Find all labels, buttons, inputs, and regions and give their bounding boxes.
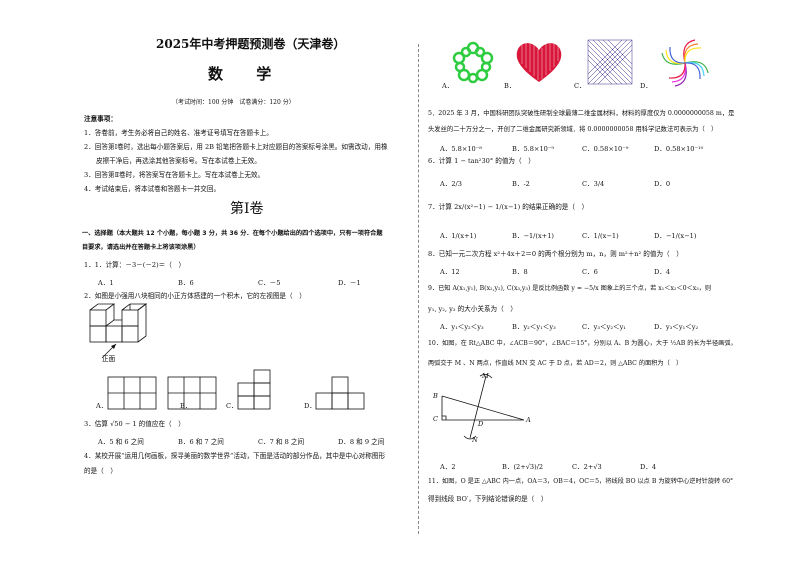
q10-label-m: M <box>482 372 489 380</box>
q4-pinwheel-figure[interactable] <box>660 38 710 88</box>
q5-option-a[interactable]: A．5.8×10⁻⁸ <box>440 145 482 153</box>
q2-option-b-figure[interactable] <box>167 376 217 410</box>
cube-stack-figure <box>89 303 148 359</box>
q4-option-d[interactable]: D． <box>640 82 652 90</box>
front-view-label: 正面 <box>102 355 116 363</box>
question-11-stem: 11．如图，O 是正 △ABC 内一点，OA＝3，OB＝4，OC＝5，将线段 B… <box>428 478 734 485</box>
section-instruction: 一、选择题（本大题共 12 个小题，每小题 3 分，共 36 分．在每个小题给出… <box>82 230 383 237</box>
q3-option-a[interactable]: A．5 和 6 之间 <box>98 438 144 446</box>
q7-option-d[interactable]: D．−1/(x−1) <box>654 232 697 240</box>
q8-option-b[interactable]: B．8 <box>512 268 528 276</box>
q4-option-b[interactable]: B． <box>504 82 516 90</box>
question-2-stem: 2．如图是小强用八块相同的小正方体搭建的一个积木，它的左视图是（ ） <box>84 292 306 300</box>
q4-option-c[interactable]: C． <box>574 82 586 90</box>
question-6-stem: 6．计算 1 − tan²30° 的值为（ ） <box>428 157 535 165</box>
question-9-stem: 9．已知 A(x₁,y₁), B(x₂,y₂), C(x₃,y₃) 是反比例函数… <box>428 285 712 292</box>
question-4-stem: 4．某校开展“运用几何画板，探寻美丽的数学世界”活动，下面是活动的部分作品，其中… <box>84 452 386 460</box>
q10-label-n: N <box>472 436 478 444</box>
note-item: 2．回答第Ⅰ卷时，选出每小题答案后，用 2B 铅笔把答题卡上对应题目的答案标号涂… <box>84 143 388 151</box>
exam-info: （考试时间：100 分钟 试卷满分：120 分） <box>172 99 295 106</box>
q2-option-a-figure[interactable] <box>107 376 157 410</box>
exam-title: 2025年中考押题预测卷（天津卷） <box>156 37 346 51</box>
question-8-stem: 8．已知一元二次方程 x²＋4x＋2＝0 的两个根分别为 m，n，则 m²＋n²… <box>428 250 683 258</box>
question-11-stem: 得到线段 BO′，下列结论错误的是（ ） <box>428 495 548 503</box>
q9-option-d[interactable]: D．y₃＜y₁＜y₂ <box>654 323 699 331</box>
q2-option-d[interactable]: D． <box>304 402 316 410</box>
q7-option-c[interactable]: C．1/(x−1) <box>582 232 619 240</box>
q7-option-b[interactable]: B．−1/(x+1) <box>512 232 554 240</box>
q2-option-a[interactable]: A． <box>96 402 108 410</box>
q6-option-d[interactable]: D．0 <box>654 180 671 188</box>
q8-option-a[interactable]: A．12 <box>440 268 460 276</box>
q2-option-c[interactable]: C． <box>226 402 238 410</box>
note-item: 皮擦干净后，再选涂其他答案标号。写在本试卷上无效。 <box>96 157 261 165</box>
left-column: 2025年中考押题预测卷（天津卷） 数 学 （考试时间：100 分钟 试卷满分：… <box>60 0 408 566</box>
q10-option-b[interactable]: B．(2+√3)/2 <box>502 463 544 471</box>
section-instruction: 目要求，请选出并在答题卡上将该项涂黑） <box>82 244 200 251</box>
q3-option-c[interactable]: C．7 和 8 之间 <box>258 438 305 446</box>
q4-spiral-figure[interactable] <box>587 39 633 85</box>
q8-option-d[interactable]: D．4 <box>654 268 671 276</box>
q6-option-a[interactable]: A．2/3 <box>440 180 462 188</box>
q5-option-c[interactable]: C．0.58×10⁻⁹ <box>582 145 629 153</box>
subject-title: 数 学 <box>208 65 286 83</box>
section-title: 第Ⅰ卷 <box>230 201 264 217</box>
question-1-stem: 1．1．计算：－3－(－2)＝（ ） <box>84 261 186 269</box>
question-9-stem: y₁, y₂, y₃ 的大小关系为（ ） <box>428 305 517 313</box>
q1-option-b[interactable]: B．6 <box>178 279 194 287</box>
notes-heading: 注意事项： <box>84 115 117 123</box>
q4-flower-figure[interactable] <box>450 40 496 86</box>
q3-option-d[interactable]: D．8 和 9 之间 <box>338 438 385 446</box>
q10-triangle-figure <box>441 374 525 440</box>
q7-option-a[interactable]: A．1/(x+1) <box>440 232 477 240</box>
q10-option-c[interactable]: C．2+√3 <box>572 463 602 471</box>
q10-label-a: A <box>526 416 531 424</box>
q6-option-b[interactable]: B．-2 <box>512 180 530 188</box>
question-7-stem: 7．计算 2x/(x²−1) − 1/(x−1) 的结果正确的是（ ） <box>428 203 589 211</box>
column-divider <box>418 44 419 534</box>
q4-heart-figure[interactable] <box>514 40 564 84</box>
q9-option-b[interactable]: B．y₂＜y₁＜y₃ <box>512 323 556 331</box>
q5-option-b[interactable]: B．5.8×10⁻⁹ <box>512 145 554 153</box>
question-10-stem: 10．如图，在 Rt△ABC 中，∠ACB＝90°，∠BAC＝15°，分别以 A… <box>428 340 737 347</box>
q1-option-c[interactable]: C．－5 <box>258 279 281 287</box>
q10-option-d[interactable]: D．4 <box>640 463 657 471</box>
question-10-stem: 两弧交于 M 、N 两点，作直线 MN 交 AC 于 D 点，若 AD＝2，则 … <box>428 360 683 367</box>
q3-option-b[interactable]: B．6 和 7 之间 <box>178 438 224 446</box>
q1-option-d[interactable]: D．－1 <box>338 279 361 287</box>
q4-option-a[interactable]: A． <box>442 82 454 90</box>
question-5-stem: 头发丝的二十万分之一，开创了二维金属研究新领域．将 0.0000000058 用… <box>428 126 718 133</box>
q6-option-c[interactable]: C．3/4 <box>582 180 605 188</box>
q10-label-c: C <box>433 415 439 423</box>
question-3-stem: 3．估算 √50 − 1 的值应在（ ） <box>84 420 185 428</box>
q10-label-d: D <box>478 420 484 428</box>
q9-option-c[interactable]: C．y₃＜y₂＜y₁ <box>582 323 626 331</box>
question-4-stem: 的是（ ） <box>84 467 117 475</box>
q10-option-a[interactable]: A．2 <box>440 463 456 471</box>
q2-option-b[interactable]: B． <box>180 402 192 410</box>
q2-option-d-figure[interactable] <box>315 376 365 410</box>
right-column: A． B． C． D． 5．2025 年 3 月，中国科研团队突破性研制全球最薄… <box>428 0 768 566</box>
q9-option-a[interactable]: A．y₁＜y₂＜y₃ <box>440 323 484 331</box>
q2-option-c-figure[interactable] <box>237 369 271 410</box>
q5-option-d[interactable]: D．0.58×10⁻¹⁰ <box>654 145 704 153</box>
q8-option-c[interactable]: C．6 <box>582 268 598 276</box>
note-item: 4．考试结束后，将本试卷和答题卡一并交回。 <box>84 185 221 193</box>
note-item: 3．回答第Ⅱ卷时，将答案写在答题卡上。写在本试卷上无效。 <box>84 171 265 179</box>
note-item: 1．答卷前，考生务必将自己的姓名、准考证号填写在答题卡上。 <box>84 129 273 137</box>
q10-label-b: B <box>433 392 438 400</box>
question-5-stem: 5．2025 年 3 月，中国科研团队突破性研制全球最薄二维金属材料，材料的厚度… <box>428 110 735 117</box>
q1-option-a[interactable]: A．1 <box>98 279 114 287</box>
